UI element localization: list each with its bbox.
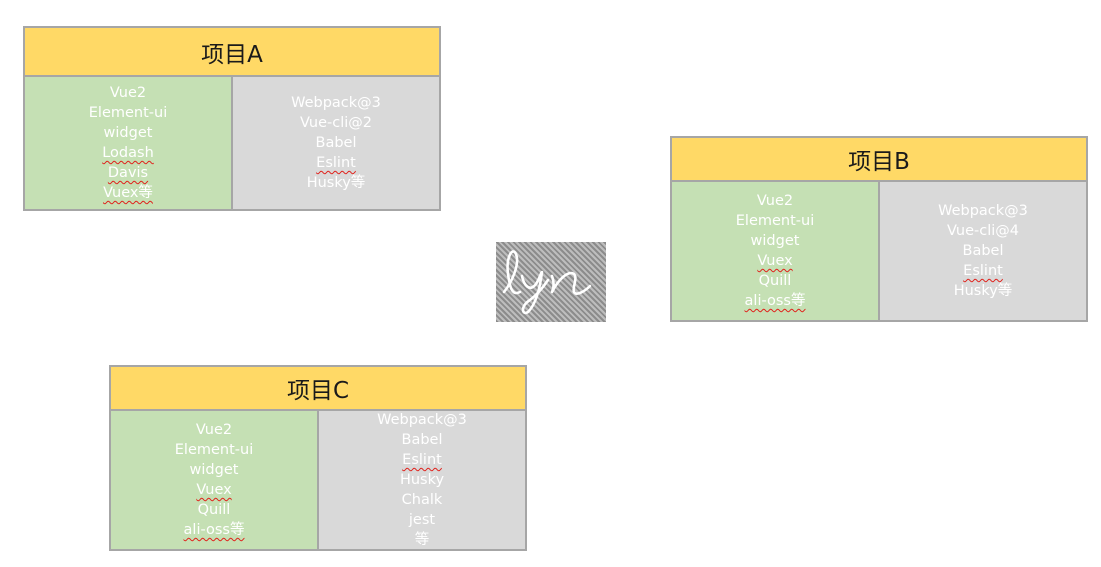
project-a-box: 项目A Vue2 Element-ui widget Lodash Davis …: [23, 26, 441, 211]
project-c-title: 项目C: [111, 367, 525, 411]
project-c-tool-item: Chalk: [401, 492, 443, 508]
project-b-dep-item: widget: [750, 233, 800, 249]
project-b-tool-item: Eslint: [963, 263, 1003, 279]
project-a-body: Vue2 Element-ui widget Lodash Davis Vuex…: [25, 77, 439, 209]
project-b-dep-item: Vuex: [757, 253, 793, 269]
project-c-body: Vue2 Element-ui widget Vuex Quill ali-os…: [111, 411, 525, 549]
project-c-dep-item: Vue2: [195, 422, 233, 438]
project-a-tool-item: Babel: [315, 135, 357, 151]
project-b-dep-item: Element-ui: [735, 213, 815, 229]
project-c-tool-item: jest: [408, 512, 436, 528]
project-a-tool-item: Webpack@3: [291, 95, 381, 111]
project-b-box: 项目B Vue2 Element-ui widget Vuex Quill al…: [670, 136, 1088, 322]
project-a-dep-item: Vue2: [109, 85, 147, 101]
project-c-tool-item: 等: [414, 532, 430, 548]
project-c-deps: Vue2 Element-ui widget Vuex Quill ali-os…: [111, 411, 319, 549]
project-c-tool-item: Babel: [401, 432, 443, 448]
project-a-tool-item: Eslint: [316, 155, 356, 171]
project-b-tool-item: Husky等: [953, 283, 1013, 299]
project-c-box: 项目C Vue2 Element-ui widget Vuex Quill al…: [109, 365, 527, 551]
project-c-dep-item: Vuex: [196, 482, 232, 498]
project-c-dep-item: Element-ui: [174, 442, 254, 458]
project-a-dep-item: Element-ui: [88, 105, 168, 121]
lyn-signature-icon: [502, 250, 592, 315]
project-b-title: 项目B: [672, 138, 1086, 182]
project-b-deps: Vue2 Element-ui widget Vuex Quill ali-os…: [672, 182, 880, 320]
project-b-dep-item: ali-oss等: [744, 293, 806, 309]
project-b-dep-item: Quill: [758, 273, 792, 289]
project-b-tool-item: Vue-cli@4: [946, 223, 1020, 239]
project-b-tool-item: Babel: [962, 243, 1004, 259]
project-c-dep-item: widget: [189, 462, 239, 478]
project-c-dep-item: Quill: [197, 502, 231, 518]
project-c-dep-item: ali-oss等: [183, 522, 245, 538]
project-a-dep-item: Davis: [107, 165, 149, 181]
project-a-tools: Webpack@3 Vue-cli@2 Babel Eslint Husky等: [233, 77, 439, 209]
project-c-tool-item: Husky: [399, 472, 445, 488]
project-c-tool-item: Webpack@3: [377, 412, 467, 428]
project-a-tool-item: Vue-cli@2: [299, 115, 373, 131]
project-a-deps: Vue2 Element-ui widget Lodash Davis Vuex…: [25, 77, 233, 209]
lyn-watermark-logo: [496, 242, 606, 322]
project-a-dep-item: Lodash: [102, 145, 154, 161]
project-a-tool-item: Husky等: [306, 175, 366, 191]
project-b-dep-item: Vue2: [756, 193, 794, 209]
project-c-tools: Webpack@3 Babel Eslint Husky Chalk jest …: [319, 411, 525, 549]
project-a-dep-item: widget: [103, 125, 153, 141]
project-a-dep-item: Vuex等: [103, 185, 153, 201]
project-b-tool-item: Webpack@3: [938, 203, 1028, 219]
project-a-title: 项目A: [25, 28, 439, 77]
project-c-tool-item: Eslint: [402, 452, 442, 468]
project-b-tools: Webpack@3 Vue-cli@4 Babel Eslint Husky等: [880, 182, 1086, 320]
project-b-body: Vue2 Element-ui widget Vuex Quill ali-os…: [672, 182, 1086, 320]
